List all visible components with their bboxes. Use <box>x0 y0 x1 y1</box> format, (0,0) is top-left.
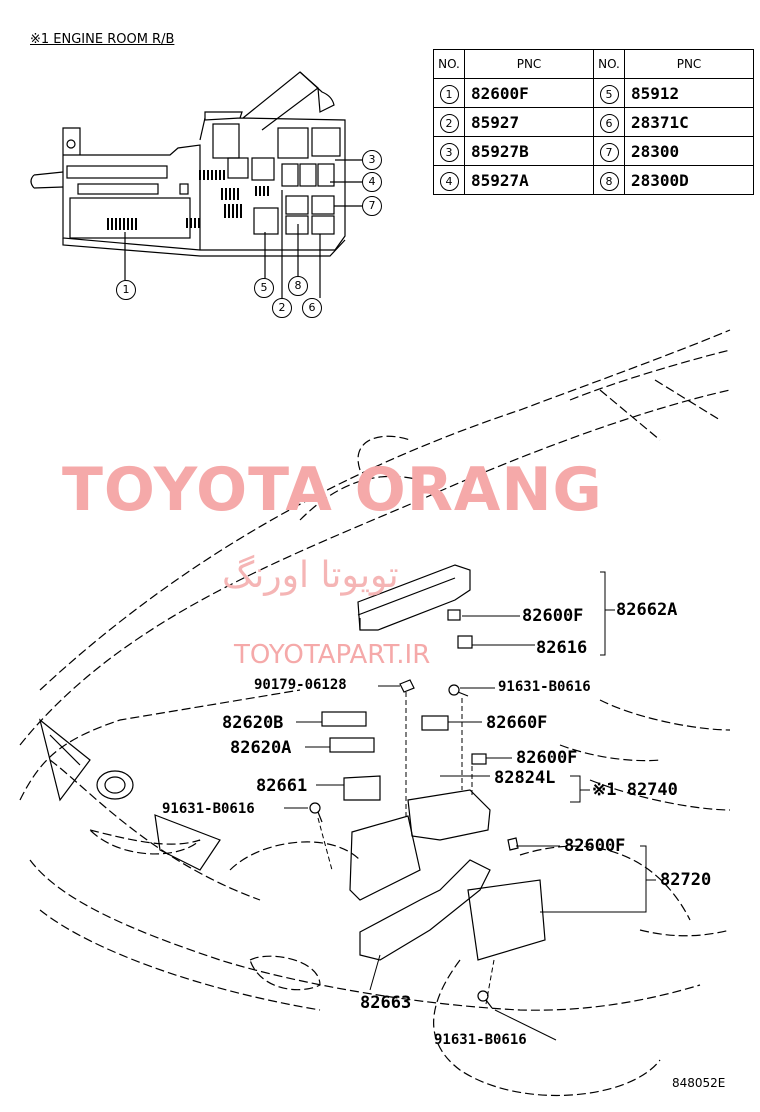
fuse-part <box>447 609 473 649</box>
label-82740: ※1 82740 <box>592 780 678 800</box>
label-82662A: 82662A <box>616 600 678 620</box>
row-number: 2 <box>439 113 459 133</box>
table-row: 2 85927 6 28371C <box>433 107 754 137</box>
callout-7: 7 <box>362 196 382 216</box>
row-number: 4 <box>439 171 459 191</box>
pnc-table: NO. PNC NO. PNC 1 82600F 5 85912 2 85927… <box>433 49 754 195</box>
label-82660F: 82660F <box>486 713 548 733</box>
diagram-code: 848052E <box>672 1076 726 1090</box>
row-number: 6 <box>599 113 619 133</box>
watermark-persian: تویوتا اورنگ <box>222 555 399 596</box>
label-91631-B0616-top: 91631-B0616 <box>498 679 591 695</box>
label-82661: 82661 <box>256 776 308 796</box>
watermark-title: TOYOTA ORANG <box>62 455 603 525</box>
nut-part <box>399 679 415 693</box>
part-number: 28371C <box>624 107 754 137</box>
label-82620A: 82620A <box>230 738 292 758</box>
label-82720: 82720 <box>660 870 712 890</box>
header-no-2: NO. <box>593 49 625 79</box>
header-pnc-1: PNC <box>464 49 594 79</box>
table-row: 3 85927B 7 28300 <box>433 136 754 166</box>
callout-2: 2 <box>272 298 292 318</box>
dashed-guides <box>317 692 495 1005</box>
label-91631-B0616-mid: 91631-B0616 <box>162 801 255 817</box>
part-number: 85927A <box>464 165 594 195</box>
table-header-row: NO. PNC NO. PNC <box>433 49 754 79</box>
callout-6: 6 <box>302 298 322 318</box>
table-row: 1 82600F 5 85912 <box>433 78 754 108</box>
car-body-outline <box>19 329 731 1097</box>
relay-block-housing <box>349 789 546 961</box>
relay-block-cover <box>357 564 471 631</box>
part-number: 28300D <box>624 165 754 195</box>
label-82600F-mid: 82600F <box>516 748 578 768</box>
part-number: 85912 <box>624 78 754 108</box>
row-number: 3 <box>439 142 459 162</box>
row-number: 7 <box>599 142 619 162</box>
row-number: 1 <box>439 84 459 104</box>
label-82600F-low: 82600F <box>564 836 626 856</box>
callout-5: 5 <box>254 278 274 298</box>
part-number: 85927B <box>464 136 594 166</box>
label-90179-06128: 90179-06128 <box>254 677 347 693</box>
part-number: 28300 <box>624 136 754 166</box>
callout-1: 1 <box>116 280 136 300</box>
bolt-part <box>309 684 493 1009</box>
part-number: 85927 <box>464 107 594 137</box>
callout-4: 4 <box>362 172 382 192</box>
table-row: 4 85927A 8 28300D <box>433 165 754 195</box>
label-82616: 82616 <box>536 638 588 658</box>
part-number: 82600F <box>464 78 594 108</box>
label-82620B: 82620B <box>222 713 284 733</box>
label-82824L: 82824L <box>494 768 556 788</box>
callout-3: 3 <box>362 150 382 170</box>
label-91631-B0616-bottom: 91631-B0616 <box>434 1032 527 1048</box>
headlight-detail <box>38 718 221 871</box>
header-no-1: NO. <box>433 49 465 79</box>
callout-8: 8 <box>288 276 308 296</box>
fusible-link-blocks <box>321 711 487 801</box>
relay-block-drawing <box>30 71 362 298</box>
label-82663: 82663 <box>360 993 412 1013</box>
row-number: 5 <box>599 84 619 104</box>
header-pnc-2: PNC <box>624 49 754 79</box>
label-82600F-top: 82600F <box>522 606 584 626</box>
section-title: ※1 ENGINE ROOM R/B <box>30 32 175 47</box>
row-number: 8 <box>599 171 619 191</box>
watermark-site: TOYOTAPART.IR <box>234 640 431 670</box>
leader-lines <box>284 571 656 1041</box>
